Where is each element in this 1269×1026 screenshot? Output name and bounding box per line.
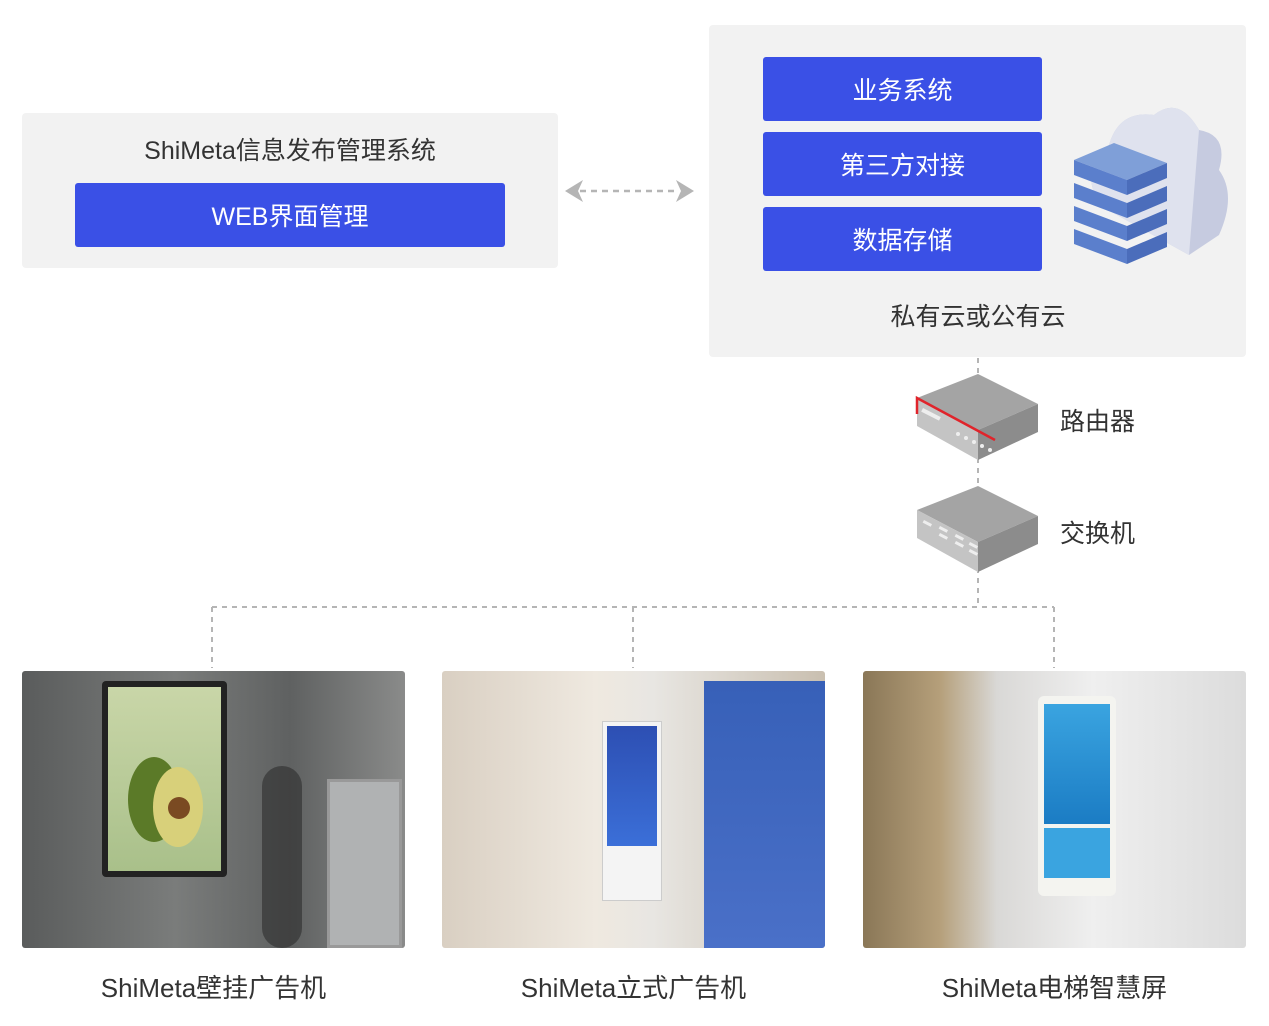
floor-standing-display-photo — [442, 671, 825, 948]
cloud-label: 私有云或公有云 — [890, 303, 1066, 331]
third-party-integration-button[interactable]: 第三方对接 — [763, 132, 1042, 196]
management-system-panel: ShiMeta信息发布管理系统 WEB界面管理 — [22, 113, 558, 268]
router-label: 路由器 — [1060, 408, 1136, 436]
management-system-title: ShiMeta信息发布管理系统 — [144, 137, 436, 165]
elevator-display-caption: ShiMeta电梯智慧屏 — [941, 973, 1168, 1003]
switch-label: 交换机 — [1060, 520, 1136, 548]
bidirectional-arrow — [565, 180, 694, 202]
switch-icon — [917, 486, 1038, 572]
router-icon — [915, 374, 1038, 460]
cloud-server-icon — [1074, 107, 1228, 264]
data-storage-button[interactable]: 数据存储 — [763, 207, 1042, 271]
wall-mounted-display-photo — [22, 671, 405, 948]
floor-standing-display-caption: ShiMeta立式广告机 — [520, 973, 747, 1003]
elevator-display-photo — [863, 671, 1246, 948]
web-management-button[interactable]: WEB界面管理 — [75, 183, 505, 247]
wall-mounted-display-caption: ShiMeta壁挂广告机 — [100, 973, 327, 1003]
cloud-panel: 业务系统 第三方对接 数据存储 私有云或公有云 — [709, 25, 1246, 357]
business-system-button[interactable]: 业务系统 — [763, 57, 1042, 121]
